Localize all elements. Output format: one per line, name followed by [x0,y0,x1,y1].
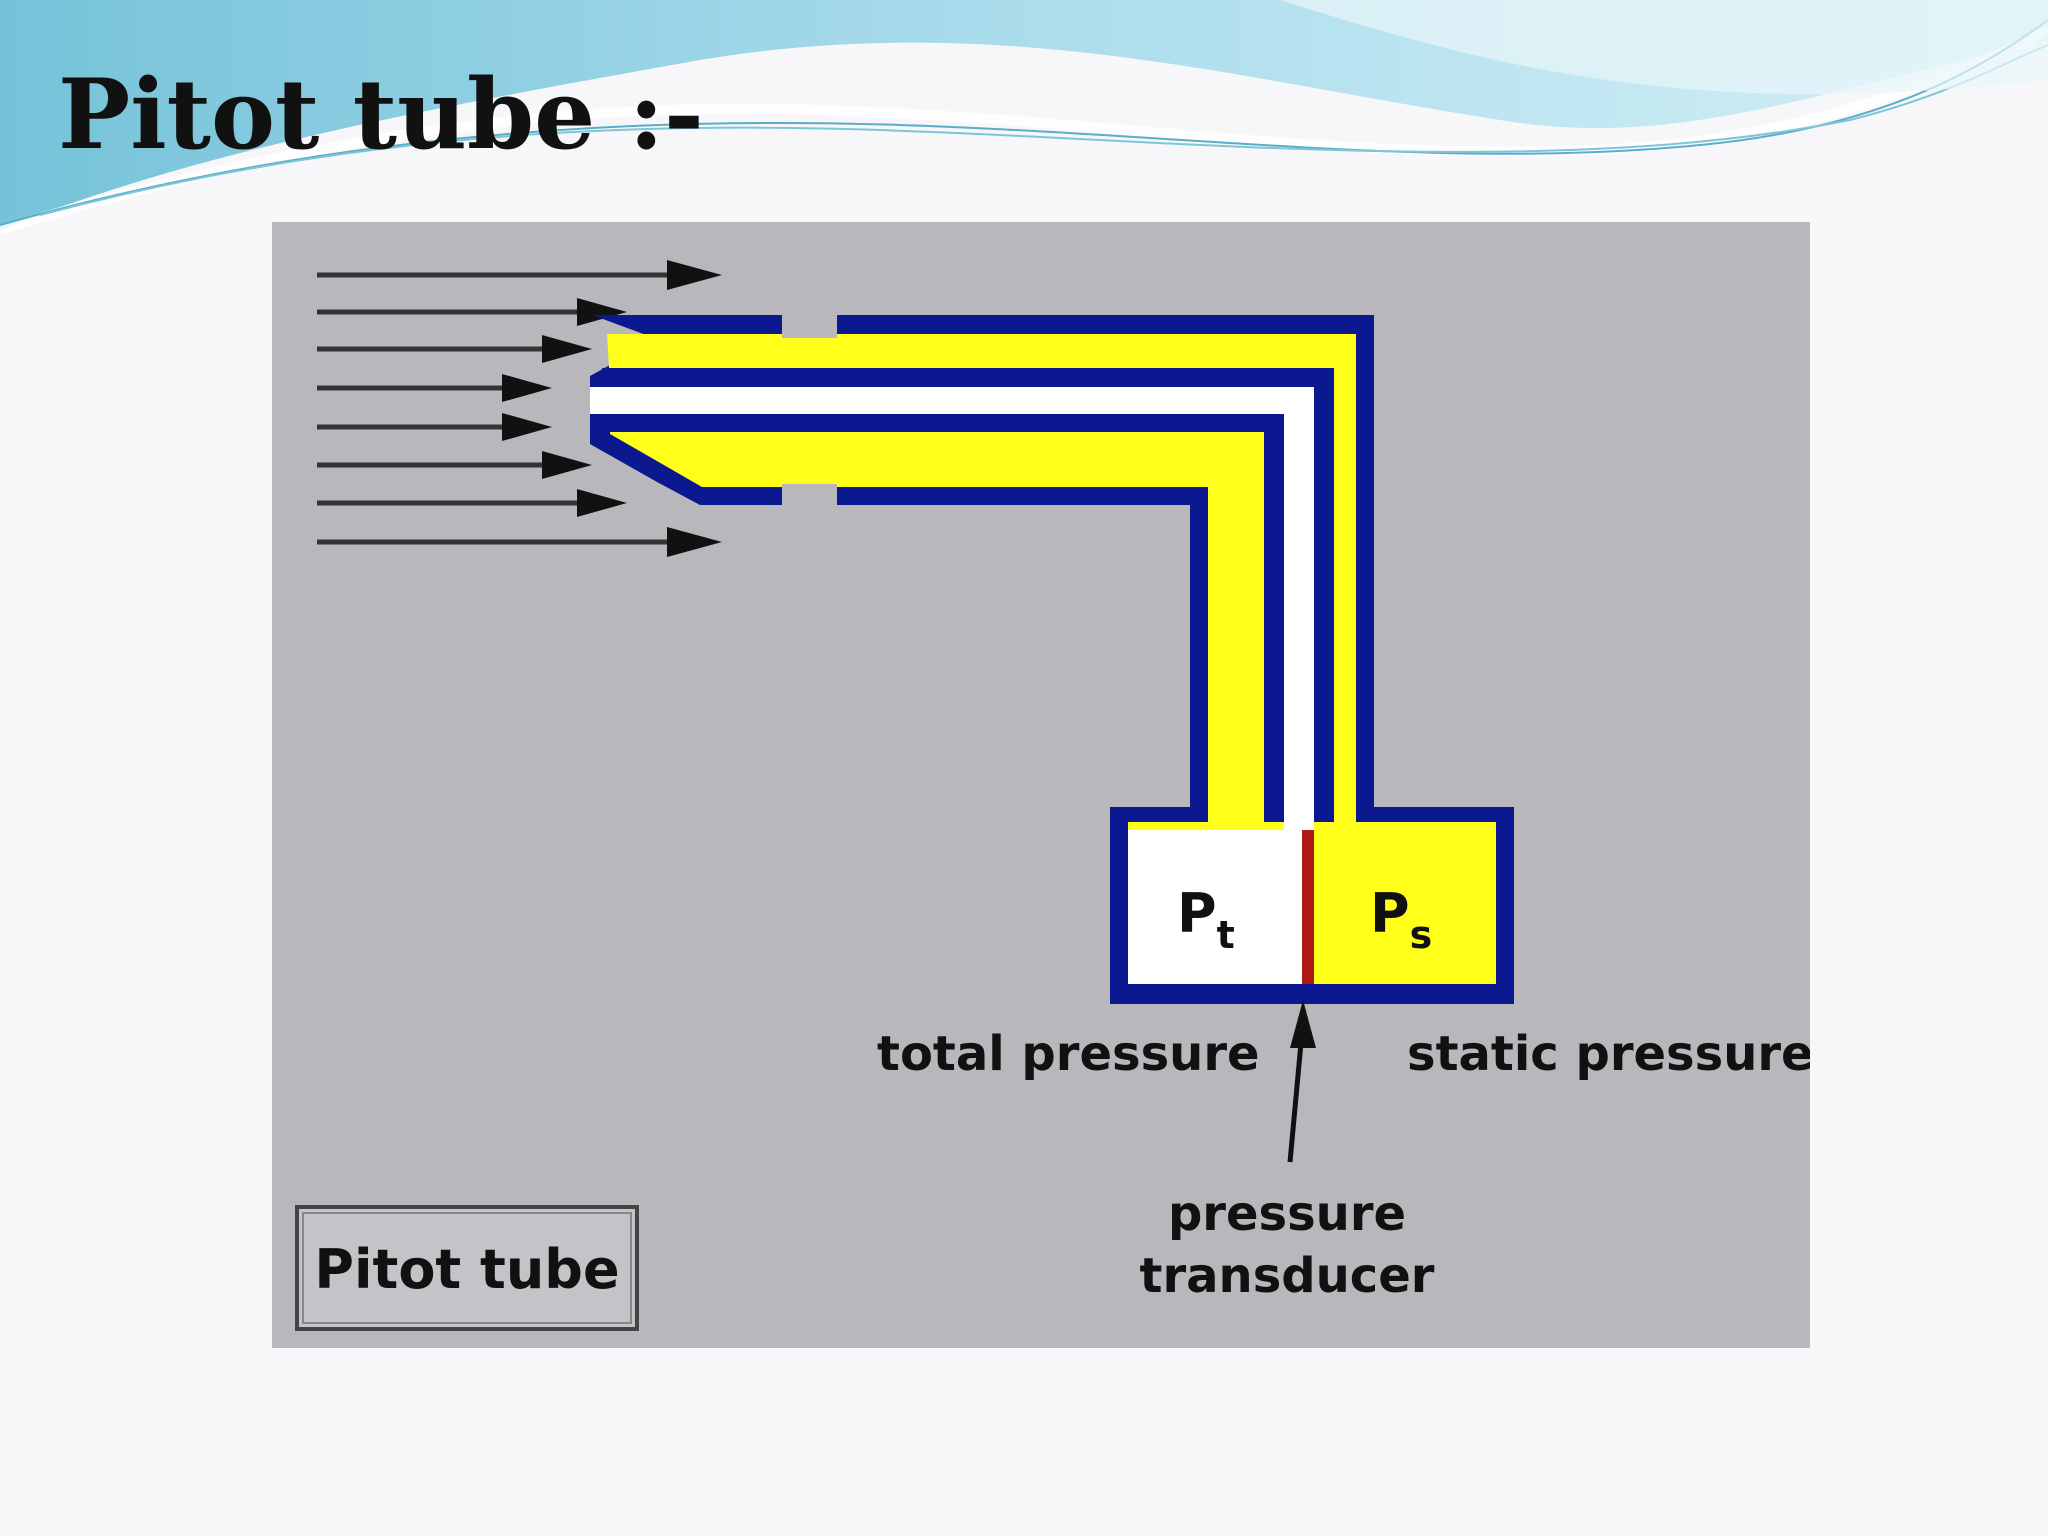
pressure-transducer [1302,830,1314,984]
pitot-tube [590,310,1514,1004]
total-chamber-label: Pt [1177,882,1235,957]
total-channel-lower [1284,812,1314,832]
caption-box-label: Pitot tube [314,1238,619,1301]
static-chamber-label: Ps [1370,882,1432,957]
caption-box: Pitot tube [295,1205,639,1331]
total-pressure-chamber [1128,830,1310,984]
static-pressure-label: static pressure [1407,1026,1810,1082]
transducer-pointer-arrow [1287,1000,1316,1163]
slide-title: Pitot tube :- [58,58,704,171]
static-pressure-chamber [1314,830,1496,984]
static-port-top [782,310,837,338]
transducer-label-line1: pressure [1168,1186,1406,1242]
static-port-bottom [782,484,837,510]
airflow-arrows [317,260,722,557]
total-pressure-label: total pressure [877,1026,1260,1082]
header-wave-decoration [0,0,2048,235]
transducer-label-line2: transducer [1140,1248,1435,1304]
pitot-tube-diagram: Pt Ps total pressure static pressure pre… [272,222,1810,1348]
